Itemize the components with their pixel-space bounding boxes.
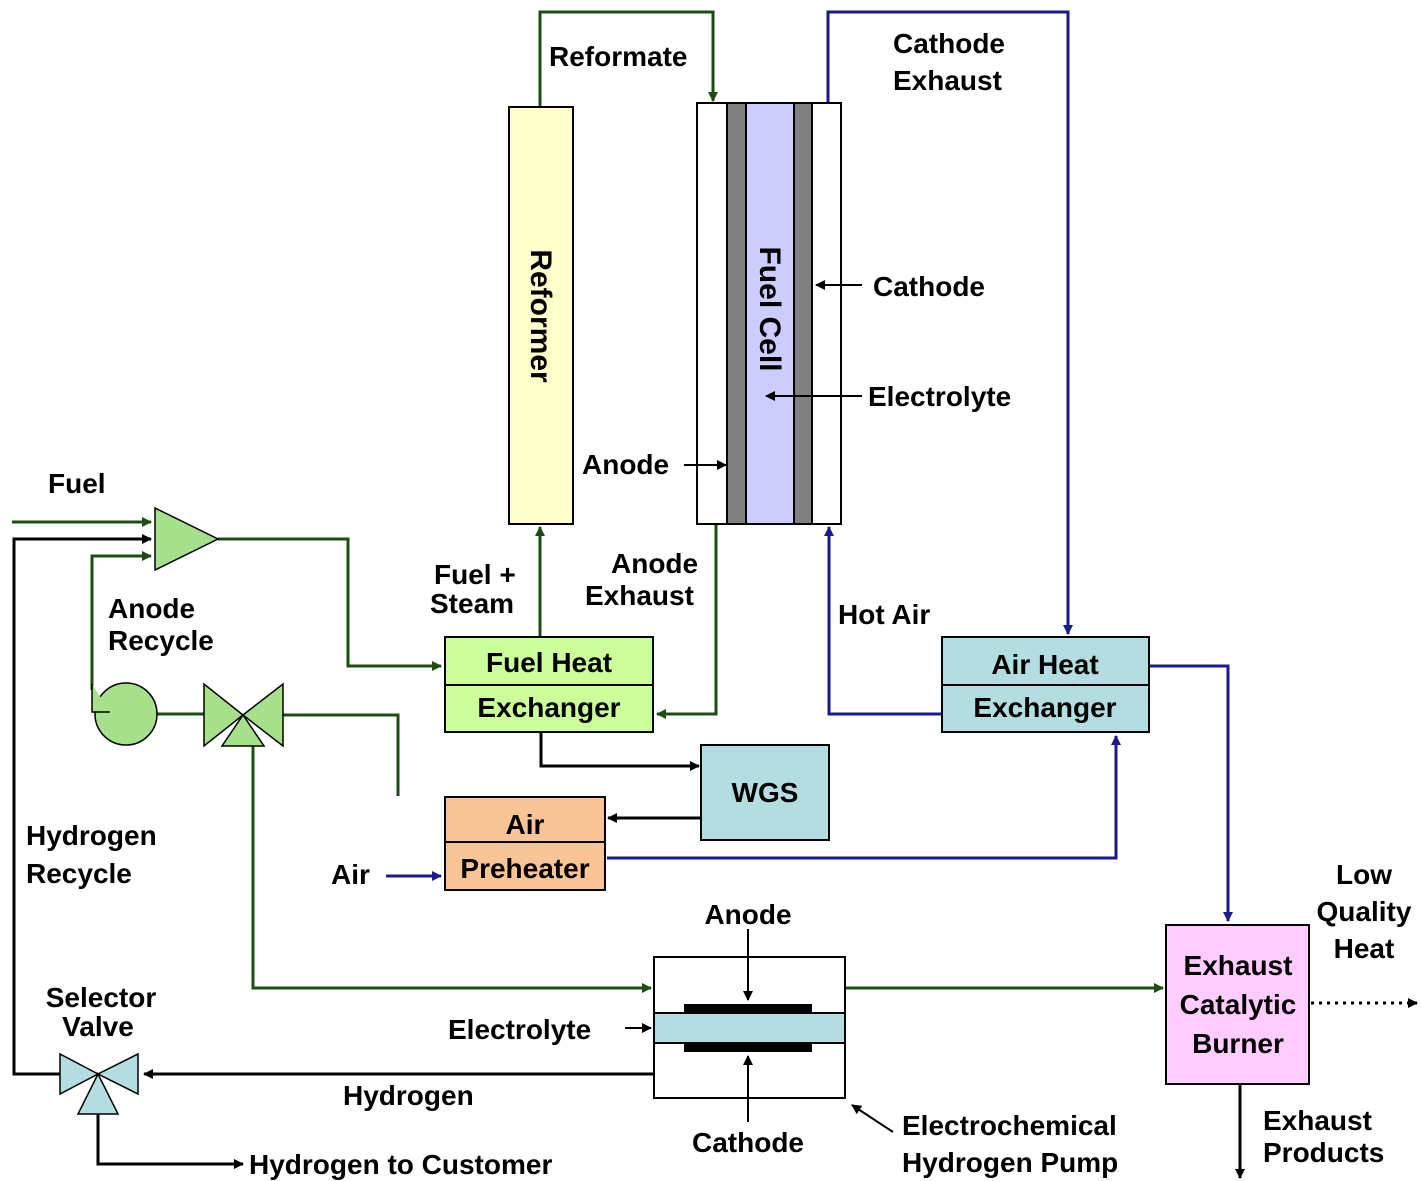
preheater-to-valve-line xyxy=(259,710,400,796)
hot-air-line xyxy=(824,526,941,716)
hydrogen-recycle-label-2: Recycle xyxy=(26,858,132,889)
air-preheater-label-1: Air xyxy=(506,809,545,840)
selector-valve-icon xyxy=(59,1052,139,1115)
anode-recycle-label-1: Anode xyxy=(108,593,195,624)
low-quality-heat-label-3: Heat xyxy=(1334,933,1395,964)
burner-label-1: Exhaust xyxy=(1184,950,1293,981)
hydrogen-recycle-label-1: Hydrogen xyxy=(26,820,157,851)
air-preheater-bottom xyxy=(444,841,606,891)
pump-anode-label: Anode xyxy=(704,899,791,930)
valve-to-pump-line xyxy=(251,745,652,993)
ehp-label-2: Hydrogen Pump xyxy=(902,1147,1118,1178)
mixer-triangle-icon xyxy=(154,506,220,572)
low-quality-heat-label-2: Quality xyxy=(1317,896,1412,927)
reformate-label: Reformate xyxy=(549,41,687,72)
reformer-label: Reformer xyxy=(524,249,557,383)
fuel-heat-exchanger-bottom xyxy=(444,684,654,733)
air-preheater-label-2: Preheater xyxy=(460,853,589,884)
selector-valve-label-2: Valve xyxy=(62,1011,134,1042)
cathode-label: Cathode xyxy=(873,271,985,302)
air-hx-label-2: Exchanger xyxy=(973,692,1116,723)
hot-air-label: Hot Air xyxy=(838,599,930,630)
fuel-cell-label: Fuel Cell xyxy=(753,246,786,371)
air-hx-label-1: Air Heat xyxy=(991,649,1098,680)
electrochemical-hydrogen-pump xyxy=(625,929,894,1133)
fuel-cell-electrolyte xyxy=(745,102,795,525)
air-hx-to-burner-line xyxy=(1149,664,1233,922)
cathode-exhaust-label-1: Cathode xyxy=(893,28,1005,59)
hydrogen-label: Hydrogen xyxy=(343,1080,474,1111)
pump-electrolyte-label: Electrolyte xyxy=(448,1014,591,1045)
fuel-cell-cathode-plate xyxy=(793,102,813,525)
burner-label-3: Burner xyxy=(1192,1028,1284,1059)
hydrogen-to-customer-label: Hydrogen to Customer xyxy=(249,1149,552,1180)
air-label: Air xyxy=(331,859,370,890)
exhaust-products-label-1: Exhaust xyxy=(1263,1105,1372,1136)
fuel-steam-label-1: Fuel + xyxy=(434,559,516,590)
pump-cathode-label: Cathode xyxy=(692,1127,804,1158)
wgs-box xyxy=(700,744,830,841)
anode-exhaust-line xyxy=(656,525,718,719)
fuel-label: Fuel xyxy=(48,468,106,499)
air-heat-exchanger-top xyxy=(941,636,1150,686)
exhaust-catalytic-burner-box xyxy=(1165,924,1310,1085)
fuel-cell-anode-plate xyxy=(726,102,747,525)
reformate-line xyxy=(538,10,718,107)
low-quality-heat-label-1: Low xyxy=(1336,859,1392,890)
fuel-cell-anode-layer xyxy=(696,102,728,525)
selector-valve-label-1: Selector xyxy=(46,982,157,1013)
pump-cathode-electrode xyxy=(684,1043,812,1052)
ehp-label-1: Electrochemical xyxy=(902,1110,1117,1141)
anode-exhaust-label-2: Exhaust xyxy=(585,580,694,611)
anode-recycle-label-2: Recycle xyxy=(108,625,214,656)
mixer-outlet-line xyxy=(218,537,442,671)
fuel-cell-cathode-layer xyxy=(811,102,842,525)
three-way-valve-icon xyxy=(203,682,284,748)
cathode-exhaust-line xyxy=(826,10,1073,635)
anode-exhaust-label-1: Anode xyxy=(611,548,698,579)
fuel-steam-label-2: Steam xyxy=(430,588,514,619)
pump-anode-electrode xyxy=(684,1004,812,1013)
anode-recycle-line xyxy=(90,551,152,690)
fuel-hx-label-1: Fuel Heat xyxy=(486,647,612,678)
fuel-heat-exchanger-top xyxy=(444,636,654,686)
hydrogen-to-customer-line xyxy=(96,1114,244,1169)
preheater-to-air-hx-line xyxy=(607,735,1121,860)
cathode-exhaust-label-2: Exhaust xyxy=(893,65,1002,96)
wgs-label: WGS xyxy=(732,777,799,808)
anode-label: Anode xyxy=(582,449,669,480)
pump-electrolyte xyxy=(653,1012,846,1044)
recycle-blower-icon xyxy=(91,682,158,746)
exhaust-products-label-2: Products xyxy=(1263,1137,1384,1168)
electrolyte-label: Electrolyte xyxy=(868,381,1011,412)
hydrogen-recycle-line xyxy=(12,534,152,1076)
fuel-cell: Fuel Cell xyxy=(696,102,842,525)
fuel-hx-label-2: Exchanger xyxy=(477,692,620,723)
reformer-box xyxy=(508,106,574,525)
air-heat-exchanger-bottom xyxy=(941,684,1150,733)
burner-label-2: Catalytic xyxy=(1180,989,1297,1020)
flow-lines xyxy=(12,10,1418,1179)
fuel-hx-to-wgs-line xyxy=(539,733,700,771)
